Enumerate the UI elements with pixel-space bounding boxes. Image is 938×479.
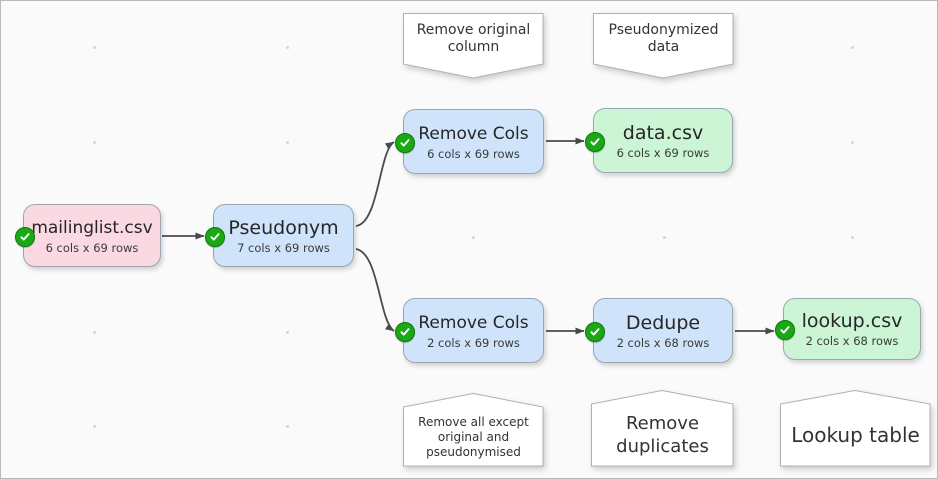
note-shape (403, 13, 544, 79)
node-title: lookup.csv (801, 310, 903, 332)
node-title: Remove Cols (418, 123, 529, 144)
check-circle-icon (585, 321, 605, 342)
edge-pseudonym-to-remove-cols-top[interactable] (355, 141, 395, 227)
note-remove-duplicates[interactable]: Remove duplicates (591, 390, 734, 467)
note-text: Remove all except original and pseudonym… (418, 414, 529, 459)
node-subtitle: 6 cols x 69 rows (45, 240, 139, 255)
grid-dot (93, 46, 96, 49)
note-shape (593, 13, 734, 79)
check-circle-icon (585, 131, 605, 152)
node-subtitle: 7 cols x 69 rows (237, 240, 330, 255)
grid-dot (851, 141, 854, 144)
grid-dot (663, 236, 666, 239)
grid-dot (286, 425, 289, 428)
grid-dot (286, 141, 289, 144)
grid-dot (93, 425, 96, 428)
note-text: Lookup table (791, 423, 920, 447)
note-text: Remove duplicates (616, 413, 709, 457)
note-remove-original-column[interactable]: Remove original column (403, 13, 544, 79)
note-pseudonymized-data[interactable]: Pseudonymized data (593, 13, 734, 79)
note-shape (780, 390, 931, 467)
node-mailinglist[interactable]: mailinglist.csv 6 cols x 69 rows (15, 204, 161, 267)
node-subtitle: 6 cols x 69 rows (427, 146, 520, 161)
note-shape (591, 390, 734, 467)
grid-dot (286, 331, 289, 334)
grid-dot (93, 331, 96, 334)
note-shape (403, 393, 544, 467)
check-circle-icon (395, 132, 415, 153)
grid-dot (472, 236, 475, 239)
grid-dot (286, 46, 289, 49)
node-remove-cols-bottom[interactable]: Remove Cols 2 cols x 69 rows (395, 298, 544, 363)
grid-dot (93, 141, 96, 144)
note-text: Remove original column (416, 21, 531, 56)
check-circle-icon (775, 320, 795, 340)
node-title: Pseudonym (228, 216, 339, 239)
node-remove-cols-top[interactable]: Remove Cols 6 cols x 69 rows (395, 109, 544, 174)
node-title: data.csv (622, 121, 704, 144)
edge-pseudonym-to-remove-cols-bottom[interactable] (355, 248, 395, 332)
node-title: Remove Cols (418, 312, 529, 333)
check-circle-icon (395, 321, 415, 342)
grid-dot (851, 236, 854, 239)
node-lookup-csv[interactable]: lookup.csv 2 cols x 68 rows (775, 298, 921, 360)
node-subtitle: 2 cols x 68 rows (616, 335, 710, 350)
node-title: Dedupe (625, 311, 701, 334)
node-subtitle: 2 cols x 69 rows (427, 335, 520, 350)
grid-dot (851, 46, 854, 49)
check-circle-icon (15, 226, 35, 247)
note-text: Pseudonymized data (608, 21, 719, 56)
note-lookup-table[interactable]: Lookup table (780, 390, 931, 467)
node-subtitle: 2 cols x 68 rows (805, 334, 899, 348)
node-subtitle: 6 cols x 69 rows (616, 145, 710, 160)
check-circle-icon (205, 226, 225, 247)
note-remove-all-except[interactable]: Remove all except original and pseudonym… (403, 393, 544, 467)
node-title: mailinglist.csv (31, 217, 153, 238)
